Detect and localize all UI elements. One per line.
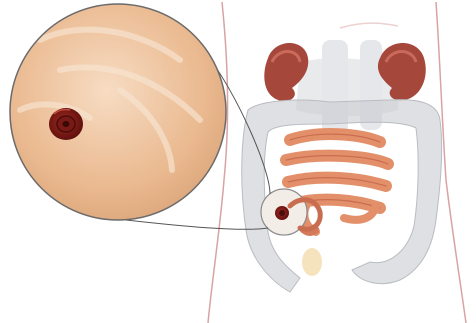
magnifier-circle xyxy=(10,4,226,220)
bladder xyxy=(302,248,322,276)
magnified-stoma xyxy=(49,108,83,140)
